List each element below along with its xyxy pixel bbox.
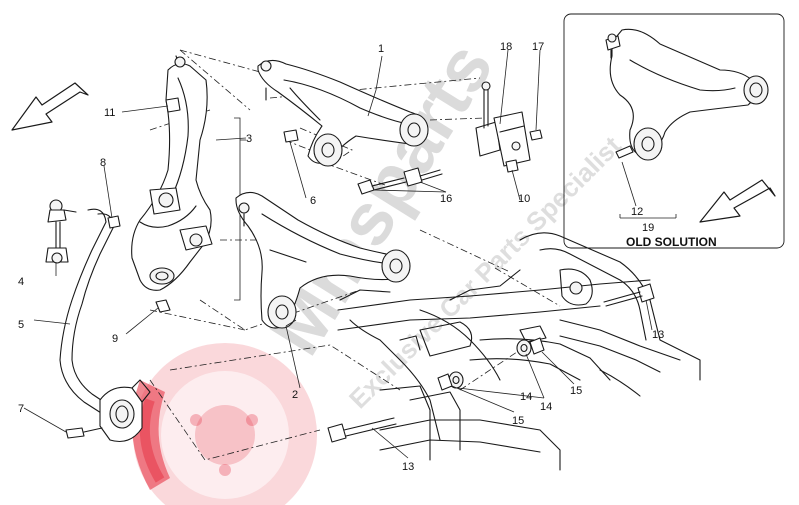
direction-arrow-icon <box>699 179 776 223</box>
stabilizer-bracket <box>65 379 151 443</box>
callout-6: 6 <box>310 195 316 207</box>
upper-control-arm <box>257 59 429 167</box>
callout-4: 4 <box>18 276 24 288</box>
bolt-13-rear <box>603 283 655 307</box>
callout-13-front: 13 <box>402 461 414 473</box>
callout-12: 12 <box>631 206 643 218</box>
bolt-16-pair <box>357 167 443 195</box>
lower-control-arm <box>235 191 411 329</box>
callout-13-rear: 13 <box>652 329 664 341</box>
callout-8: 8 <box>100 157 106 169</box>
callout-15-right: 15 <box>570 385 582 397</box>
callout-7: 7 <box>18 403 24 415</box>
nut-10 <box>505 159 519 173</box>
stabilizer-link <box>45 199 77 264</box>
callout-1: 1 <box>378 43 384 55</box>
nut-9 <box>155 299 171 313</box>
callout-3: 3 <box>246 133 252 145</box>
callout-2: 2 <box>292 389 298 401</box>
bolt-11 <box>165 97 181 113</box>
callout-9: 9 <box>112 333 118 345</box>
brake-disc-logo-icon <box>132 343 317 505</box>
callout-5: 5 <box>18 319 24 331</box>
callout-10: 10 <box>518 193 530 205</box>
mounting-bracket-18 <box>475 81 531 167</box>
bolt-17 <box>529 129 543 141</box>
callout-11: 11 <box>104 107 115 119</box>
old-solution-inset <box>563 13 785 249</box>
callout-17: 17 <box>532 41 544 53</box>
callout-16: 16 <box>440 193 452 205</box>
callout-19: 19 <box>642 222 654 234</box>
bolt-8 <box>107 215 121 229</box>
front-subframe <box>337 232 701 471</box>
washers-14 <box>448 339 532 389</box>
callout-14-left: 14 <box>520 391 532 403</box>
callout-18: 18 <box>500 41 512 53</box>
bolt-13-front <box>327 417 397 443</box>
callout-15-left: 15 <box>512 415 524 427</box>
callout-leaders <box>23 49 653 459</box>
callout-14-right: 14 <box>540 401 552 413</box>
bolt-6 <box>283 129 299 143</box>
direction-arrow-icon <box>11 82 89 131</box>
old-solution-label: OLD SOLUTION <box>626 235 717 249</box>
wheel-knuckle <box>131 55 213 291</box>
